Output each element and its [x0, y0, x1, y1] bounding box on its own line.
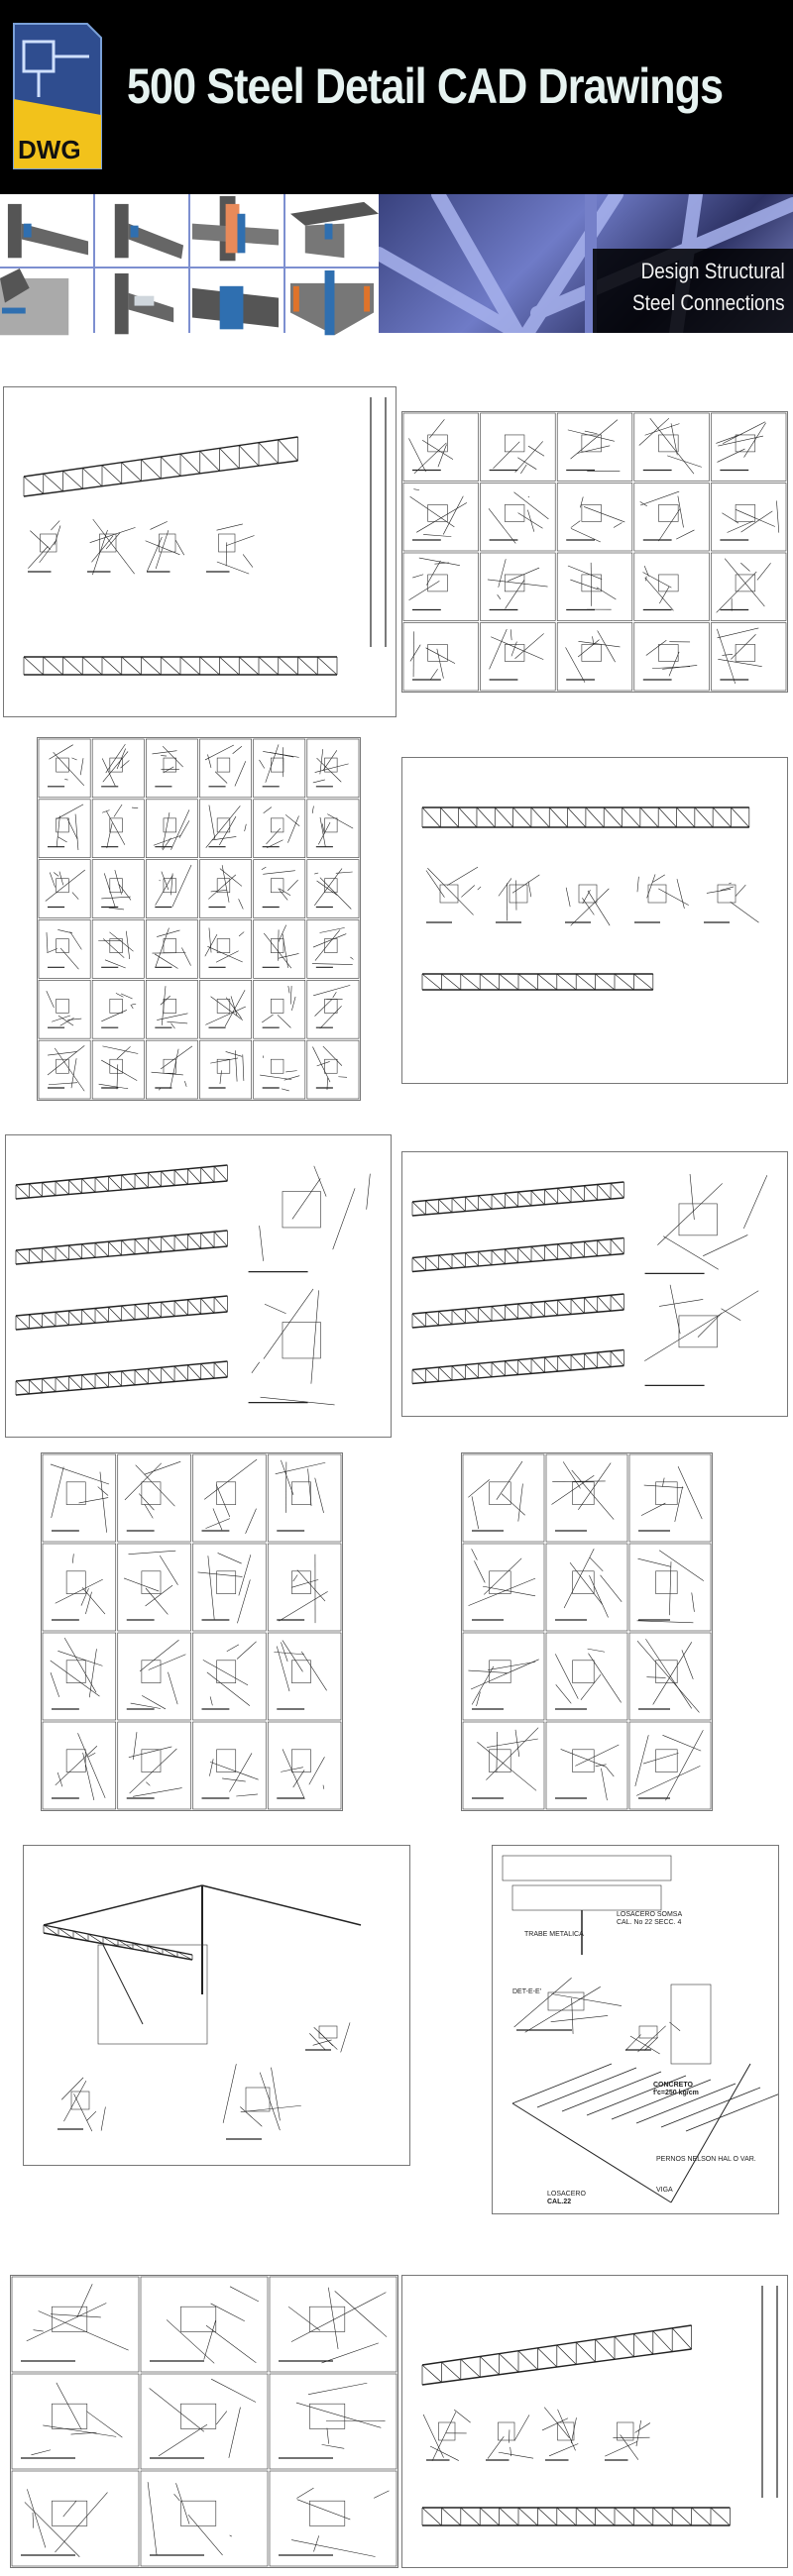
label: f'c=250 kg/cm	[653, 2090, 699, 2096]
cad-panel-roof-truss	[401, 2275, 788, 2568]
cad-panel-detail-grid	[401, 411, 788, 693]
cad-panel-arch-truss	[401, 1151, 788, 1417]
label: PERNOS NELSON HAL O VAR.	[656, 2156, 756, 2163]
steel-structure-photo: Design Structural Steel Connections	[372, 187, 793, 340]
connection-thumbnails	[0, 194, 379, 342]
caption-box: Design Structural Steel Connections	[593, 249, 793, 333]
cad-panel-curved-truss	[5, 1134, 392, 1438]
thumbnail	[95, 194, 188, 268]
label: CAL. No 22 SECC. 4	[617, 1919, 682, 1926]
caption-line-2: Steel Connections	[632, 290, 785, 315]
label: LOSACERO SOMSA	[617, 1911, 683, 1918]
label: VIGA	[656, 2187, 673, 2194]
thumbnail	[95, 268, 188, 342]
label: DET-E-E'	[512, 1988, 541, 1995]
hero-images: Design Structural Steel Connections	[0, 187, 793, 342]
thumbnail	[0, 194, 93, 268]
thumbnail	[190, 194, 283, 268]
cad-panel-section-details	[10, 2275, 398, 2568]
thumbnail	[0, 268, 93, 342]
dwg-file-icon: DWG	[13, 23, 102, 169]
cad-panel-steel-deck	[461, 1452, 713, 1811]
thumbnail	[285, 268, 379, 342]
cad-panel-truss-support	[401, 757, 788, 1084]
thumbnail	[285, 194, 379, 268]
label: LOSACERO	[547, 2191, 586, 2198]
cad-panel-composite-slab: LOSACERO SOMSA CAL. No 22 SECC. 4 TRABE …	[492, 1845, 779, 2214]
cad-panel-connection-details	[37, 737, 361, 1101]
page-title: 500 Steel Detail CAD Drawings	[127, 58, 724, 114]
cad-panel-base-plates	[41, 1452, 343, 1811]
header-banner: DWG 500 Steel Detail CAD Drawings	[0, 0, 793, 194]
label: TRABE METALICA	[524, 1931, 584, 1938]
svg-text:DWG: DWG	[18, 135, 81, 164]
cad-panel-tree-columns	[23, 1845, 410, 2166]
thumbnail	[190, 268, 283, 342]
label: CONCRETO	[653, 2082, 693, 2089]
cad-panel-truss-elevation	[3, 386, 396, 717]
caption-line-1: Design Structural	[640, 259, 785, 283]
label: CAL.22	[547, 2199, 572, 2205]
